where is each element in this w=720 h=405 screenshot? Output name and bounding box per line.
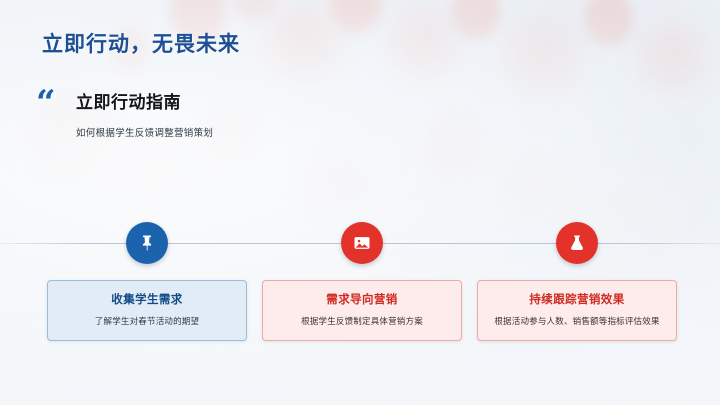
pin-icon [126, 222, 168, 264]
card-description: 了解学生对春节活动的期望 [94, 316, 200, 326]
timeline-step-2[interactable]: 需求导向营销 根据学生反馈制定具体营销方案 [262, 222, 462, 341]
quote-block: “ 立即行动指南 如何根据学生反馈调整营销策划 [36, 83, 356, 139]
quote-mark-icon: “ [36, 83, 56, 123]
card-title: 收集学生需求 [111, 294, 183, 306]
quote-subtitle: 如何根据学生反馈调整营销策划 [76, 128, 214, 139]
timeline-step-3[interactable]: 持续跟踪营销效果 根据活动参与人数、销售额等指标评估效果 [477, 222, 677, 341]
card-title: 持续跟踪营销效果 [529, 294, 625, 306]
image-icon [341, 222, 383, 264]
timeline-card-2: 需求导向营销 根据学生反馈制定具体营销方案 [262, 280, 462, 341]
card-description: 根据学生反馈制定具体营销方案 [301, 316, 423, 326]
flask-icon [556, 222, 598, 264]
card-title: 需求导向营销 [326, 294, 398, 306]
timeline-card-1: 收集学生需求 了解学生对春节活动的期望 [47, 280, 247, 341]
timeline-card-3: 持续跟踪营销效果 根据活动参与人数、销售额等指标评估效果 [477, 280, 677, 341]
quote-heading: 立即行动指南 [76, 93, 181, 112]
card-description: 根据活动参与人数、销售额等指标评估效果 [494, 316, 660, 326]
page-title: 立即行动，无畏未来 [42, 33, 240, 56]
timeline-step-1[interactable]: 收集学生需求 了解学生对春节活动的期望 [47, 222, 247, 341]
